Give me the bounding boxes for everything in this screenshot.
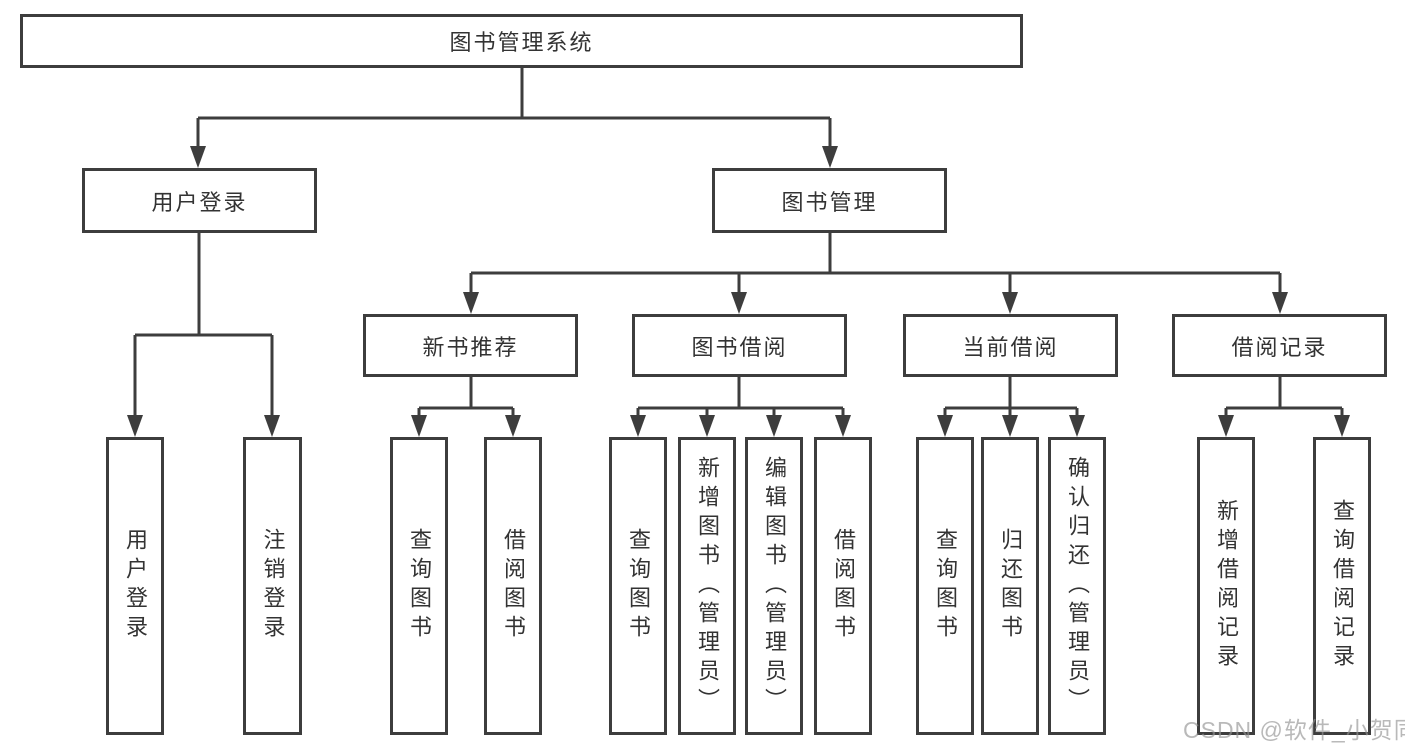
- node-label: 归还图书: [998, 528, 1023, 644]
- arrow-down-icon: [630, 415, 646, 437]
- connector-path: [133, 68, 1344, 420]
- node-label: 新书推荐: [422, 334, 519, 360]
- leaf-confirm-return-admin: 确认归还（管理员）: [1048, 437, 1106, 735]
- arrow-down-icon: [264, 415, 280, 437]
- leaf-edit-book-admin: 编辑图书（管理员）: [745, 437, 803, 735]
- node-label: 确认归还（管理员）: [1065, 455, 1090, 717]
- arrow-down-icon: [190, 146, 206, 168]
- node-user-login: 用户登录: [82, 168, 317, 233]
- arrow-down-icon: [835, 415, 851, 437]
- arrow-down-icon: [1218, 415, 1234, 437]
- arrow-down-icon: [1334, 415, 1350, 437]
- leaf-user-login: 用户登录: [106, 437, 164, 735]
- node-label: 新增借阅记录: [1214, 499, 1239, 673]
- leaf-query-borrow-record: 查询借阅记录: [1313, 437, 1371, 735]
- node-book-management: 图书管理: [712, 168, 947, 233]
- arrow-down-icon: [505, 415, 521, 437]
- arrow-down-icon: [127, 415, 143, 437]
- node-label: 图书管理系统: [449, 30, 594, 55]
- arrowheads: [127, 146, 1350, 437]
- leaf-return-book: 归还图书: [981, 437, 1039, 735]
- arrow-down-icon: [937, 415, 953, 437]
- leaf-query-book-current: 查询图书: [916, 437, 974, 735]
- node-library-system: 图书管理系统: [20, 14, 1023, 68]
- leaf-add-borrow-record: 新增借阅记录: [1197, 437, 1255, 735]
- node-label: 查询图书: [933, 528, 958, 644]
- node-label: 借阅记录: [1231, 334, 1328, 360]
- watermark: CSDN @软件_小贺同学: [1183, 717, 1405, 743]
- node-label: 借阅图书: [501, 528, 526, 644]
- leaf-query-book-borrow: 查询图书: [609, 437, 667, 735]
- node-borrow-records: 借阅记录: [1172, 314, 1387, 377]
- node-label: 注销登录: [260, 528, 286, 644]
- node-book-borrow: 图书借阅: [632, 314, 847, 377]
- node-label: 图书借阅: [691, 334, 788, 360]
- leaf-query-book-recommend: 查询图书: [390, 437, 448, 735]
- arrow-down-icon: [1069, 415, 1085, 437]
- arrow-down-icon: [411, 415, 427, 437]
- arrow-down-icon: [1272, 292, 1288, 314]
- node-label: 图书管理: [781, 189, 878, 215]
- leaf-borrow-book-recommend: 借阅图书: [484, 437, 542, 735]
- arrow-down-icon: [463, 292, 479, 314]
- leaf-add-book-admin: 新增图书（管理员）: [678, 437, 736, 735]
- arrow-down-icon: [699, 415, 715, 437]
- node-label: 当前借阅: [962, 334, 1059, 360]
- arrow-down-icon: [1002, 292, 1018, 314]
- leaf-borrow-book: 借阅图书: [814, 437, 872, 735]
- arrow-down-icon: [766, 415, 782, 437]
- node-new-book-recommend: 新书推荐: [363, 314, 578, 377]
- node-label: 查询图书: [626, 528, 651, 644]
- node-label: 查询借阅记录: [1330, 499, 1355, 673]
- node-label: 查询图书: [407, 528, 432, 644]
- node-current-borrow: 当前借阅: [903, 314, 1118, 377]
- node-label: 编辑图书（管理员）: [762, 455, 787, 717]
- node-label: 借阅图书: [831, 528, 856, 644]
- node-label: 用户登录: [151, 189, 248, 215]
- node-label: 用户登录: [123, 528, 148, 644]
- leaf-logout-login: 注销登录: [243, 437, 302, 735]
- arrow-down-icon: [1002, 415, 1018, 437]
- node-label: 新增图书（管理员）: [695, 455, 720, 717]
- arrow-down-icon: [731, 292, 747, 314]
- arrow-down-icon: [822, 146, 838, 168]
